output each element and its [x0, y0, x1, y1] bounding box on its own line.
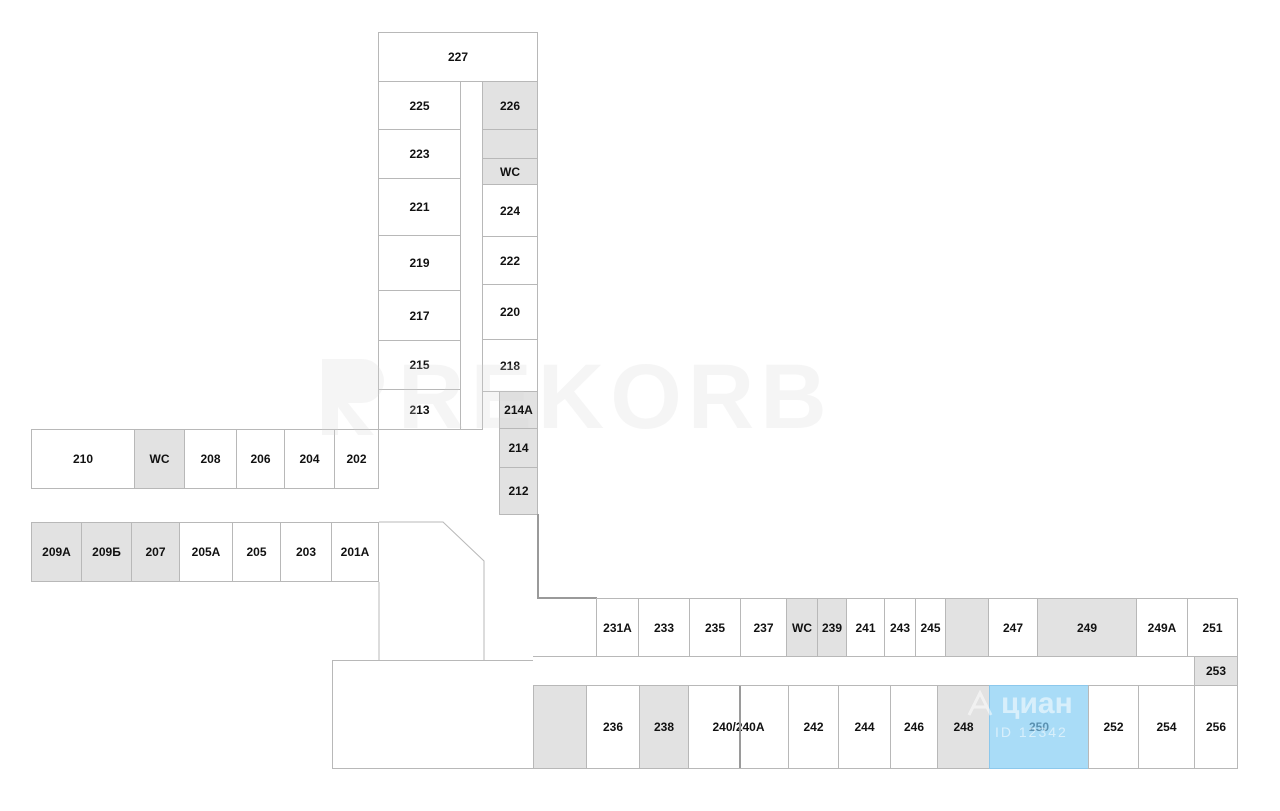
southwest-block: [332, 660, 534, 769]
room-246[interactable]: 246: [890, 685, 938, 769]
room-240-divider: [739, 686, 741, 768]
room-245[interactable]: 245: [915, 598, 946, 657]
room-256[interactable]: 256: [1194, 685, 1238, 769]
corridor-connector-h: [537, 597, 597, 599]
room-248[interactable]: 248: [937, 685, 990, 769]
room-213[interactable]: 213: [378, 389, 461, 430]
room-253[interactable]: 253: [1194, 656, 1238, 686]
room-250-selected[interactable]: 250: [989, 685, 1089, 769]
room-241[interactable]: 241: [846, 598, 885, 657]
room-wc-east[interactable]: WC: [786, 598, 818, 657]
room-231a[interactable]: 231А: [596, 598, 639, 657]
room-233[interactable]: 233: [638, 598, 690, 657]
room-240-240a[interactable]: 240/240А: [688, 685, 789, 769]
room-251[interactable]: 251: [1187, 598, 1238, 657]
room-unlabeled-east-1[interactable]: [945, 598, 989, 657]
room-209b[interactable]: 209Б: [81, 522, 132, 582]
room-249[interactable]: 249: [1037, 598, 1137, 657]
east-corridor: [533, 656, 1195, 686]
room-239[interactable]: 239: [817, 598, 847, 657]
room-252[interactable]: 252: [1088, 685, 1139, 769]
room-249a[interactable]: 249А: [1136, 598, 1188, 657]
room-236[interactable]: 236: [586, 685, 640, 769]
room-242[interactable]: 242: [788, 685, 839, 769]
corridor-connector: [537, 514, 539, 599]
room-254[interactable]: 254: [1138, 685, 1195, 769]
room-210[interactable]: 210: [31, 429, 135, 489]
room-247[interactable]: 247: [988, 598, 1038, 657]
room-unlabeled-south-1[interactable]: [533, 685, 587, 769]
room-235[interactable]: 235: [689, 598, 741, 657]
room-237[interactable]: 237: [740, 598, 787, 657]
room-202[interactable]: 202: [334, 429, 379, 489]
room-243[interactable]: 243: [884, 598, 916, 657]
room-219[interactable]: 219: [378, 235, 461, 291]
room-238[interactable]: 238: [639, 685, 689, 769]
room-244[interactable]: 244: [838, 685, 891, 769]
